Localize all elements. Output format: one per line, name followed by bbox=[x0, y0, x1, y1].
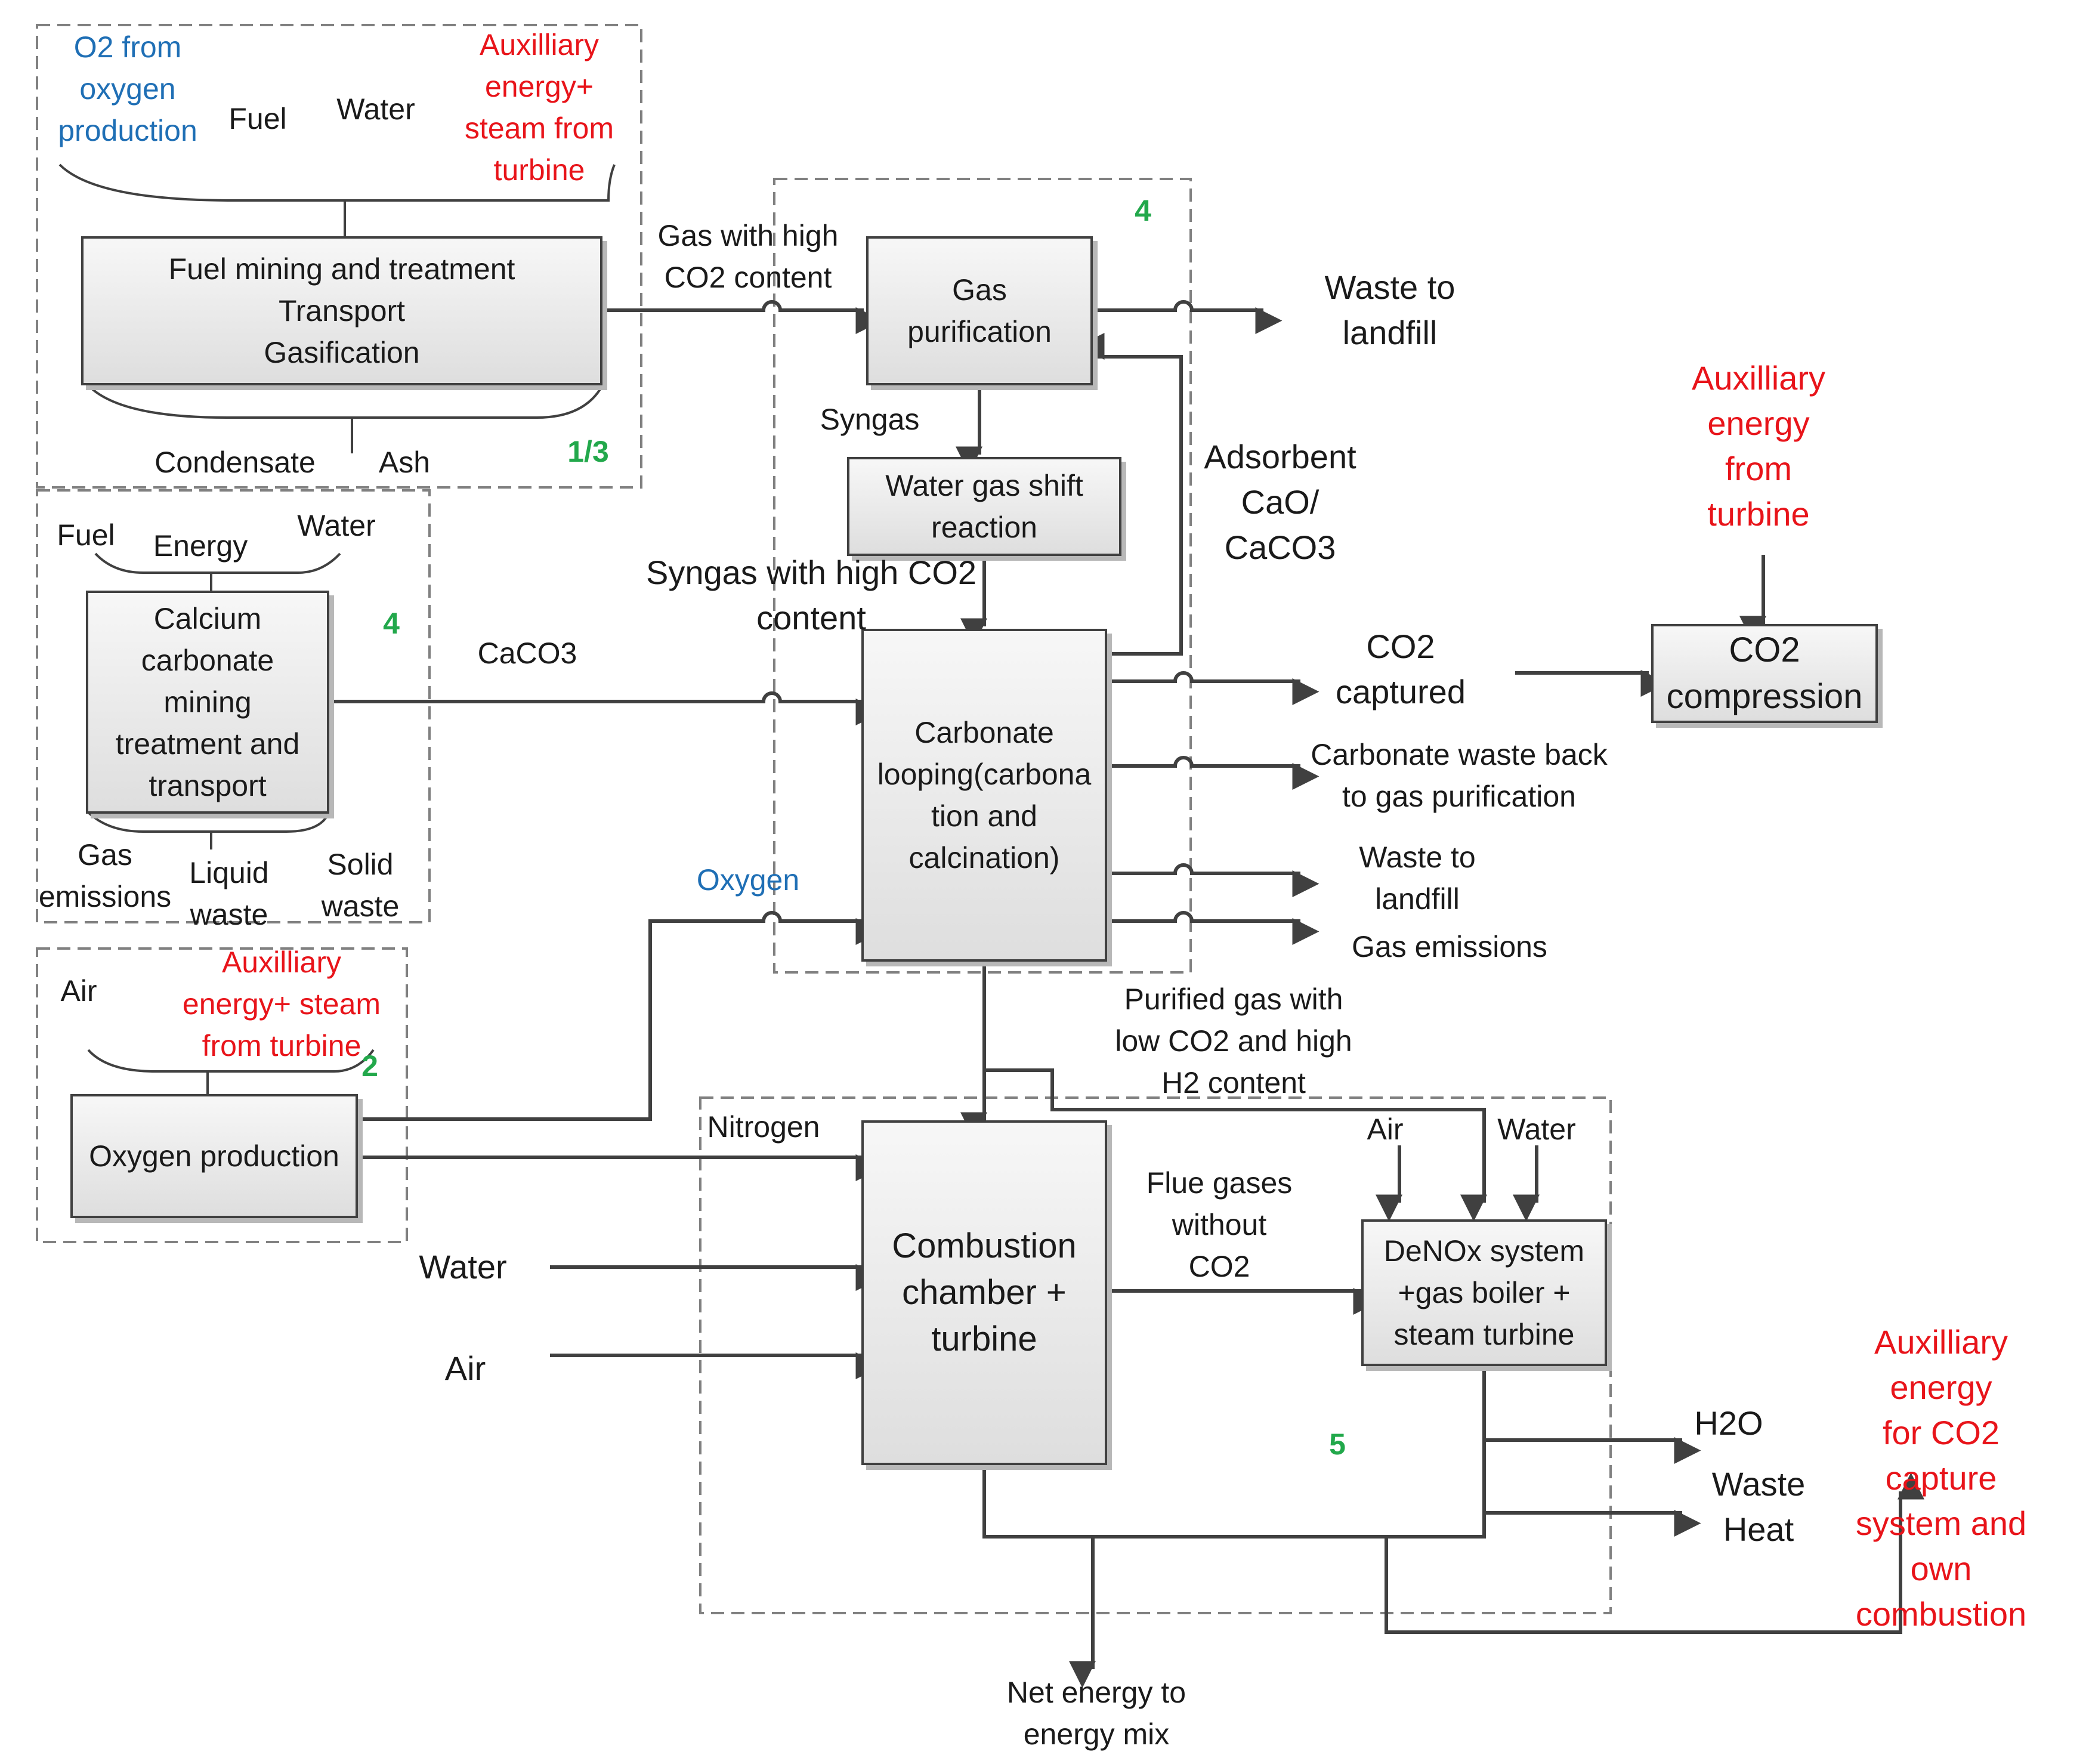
air-denox-label: Air bbox=[1367, 1113, 1404, 1146]
flow-waste-landfill-mid bbox=[1107, 863, 1319, 897]
inputs-bracket-top bbox=[58, 163, 616, 202]
group-5-boundary bbox=[699, 1096, 1612, 1614]
group-label-4-center: 4 bbox=[1135, 194, 1151, 227]
aux-energy-capture-label: Auxilliary energy for CO2 capture system… bbox=[1855, 1323, 2027, 1633]
inputs-bracket-oxygen bbox=[87, 1049, 375, 1073]
nitrogen-label: Nitrogen bbox=[707, 1110, 820, 1144]
waste-landfill-top-label: Waste to landfill bbox=[1324, 268, 1455, 351]
group-label-2: 2 bbox=[361, 1049, 378, 1083]
group-2-boundary bbox=[36, 947, 408, 1243]
liquid-waste-label: Liquid waste bbox=[189, 856, 269, 931]
flow-combustion-out bbox=[982, 1465, 1486, 1539]
group-label-4-left: 4 bbox=[383, 607, 400, 640]
oxygen-label: Oxygen bbox=[696, 863, 800, 897]
water-denox-label: Water bbox=[1497, 1113, 1576, 1146]
flow-waste-landfill-top bbox=[1092, 300, 1283, 334]
outputs-bracket-calcium bbox=[86, 810, 330, 833]
fuel-input-label: Fuel bbox=[228, 102, 287, 135]
flow-carbonate-waste-back bbox=[1107, 756, 1319, 790]
denox-boiler-box: DeNOx system +gas boiler + steam turbine bbox=[1361, 1219, 1607, 1366]
ash-label: Ash bbox=[378, 446, 431, 479]
gas-emissions-right-label: Gas emissions bbox=[1352, 930, 1547, 963]
aux-energy-steam-top-label: Auxilliary energy+ steam from turbine bbox=[464, 28, 614, 187]
flow-gas-high-co2 bbox=[602, 300, 883, 334]
group-label-1-3: 1/3 bbox=[567, 435, 609, 468]
flow-aux-capture bbox=[1385, 1472, 1924, 1634]
o2-from-oxygen-label: O2 from oxygen production bbox=[58, 30, 197, 147]
combustion-turbine-box: Combustion chamber + turbine bbox=[861, 1120, 1107, 1465]
adsorbent-label: Adsorbent CaO/ CaCO3 bbox=[1204, 438, 1356, 566]
syngas-high-co2-label: Syngas with high CO2 content bbox=[645, 554, 977, 637]
waste-landfill-mid-label: Waste to landfill bbox=[1359, 841, 1476, 916]
flow-h2o bbox=[1482, 1366, 1682, 1442]
gas-high-co2-label: Gas with high CO2 content bbox=[657, 219, 839, 294]
water-input-label: Water bbox=[336, 92, 415, 126]
flue-gases-label: Flue gases without CO2 bbox=[1146, 1166, 1293, 1283]
flow-gas-emissions bbox=[1107, 911, 1319, 945]
energy-calcium-label: Energy bbox=[153, 529, 248, 563]
flow-oxygen bbox=[358, 911, 883, 1121]
syngas-label: Syngas bbox=[820, 403, 920, 436]
carbonate-looping-box: Carbonate looping(carbona tion and calci… bbox=[861, 629, 1107, 962]
group-label-5: 5 bbox=[1329, 1428, 1346, 1461]
flow-caco3 bbox=[329, 691, 883, 725]
gas-purification-box: Gas purification bbox=[866, 236, 1093, 385]
condensate-label: Condensate bbox=[154, 446, 316, 479]
flow-co2-captured bbox=[1107, 671, 1319, 705]
gas-emissions-left-label: Gas emissions bbox=[38, 838, 172, 913]
air-input-combustion-label: Air bbox=[444, 1349, 486, 1387]
outputs-bracket-top bbox=[87, 384, 604, 419]
purified-gas-label: Purified gas with low CO2 and high H2 co… bbox=[1115, 983, 1352, 1099]
group-4-center-boundary bbox=[773, 178, 1192, 974]
caco3-label: CaCO3 bbox=[477, 637, 577, 670]
aux-energy-turbine-label: Auxilliary energy from turbine bbox=[1691, 359, 1826, 533]
solid-waste-label: Solid waste bbox=[321, 848, 400, 923]
air-oxygen-label: Air bbox=[60, 974, 97, 1008]
oxygen-production-box: Oxygen production bbox=[70, 1094, 358, 1218]
waste-heat-label: Waste Heat bbox=[1711, 1465, 1806, 1548]
water-gas-shift-box: Water gas shift reaction bbox=[847, 457, 1121, 556]
fuel-mining-box: Fuel mining and treatment Transport Gasi… bbox=[81, 236, 602, 385]
net-energy-label: Net energy to energy mix bbox=[1006, 1676, 1186, 1751]
calcium-carbonate-box: Calcium carbonate mining treatment and t… bbox=[86, 591, 329, 814]
inputs-bracket-calcium bbox=[94, 552, 341, 574]
group-1-3-boundary bbox=[36, 24, 642, 489]
carbonate-waste-back-label: Carbonate waste back to gas purification bbox=[1311, 738, 1608, 813]
group-4-left-boundary bbox=[36, 489, 431, 923]
water-input-combustion-label: Water bbox=[419, 1248, 507, 1286]
water-calcium-label: Water bbox=[297, 509, 376, 542]
flow-waste-heat bbox=[1482, 1440, 1701, 1537]
flow-adsorbent bbox=[1077, 333, 1183, 656]
flow-purified-to-denox bbox=[984, 1068, 1487, 1222]
co2-captured-label: CO2 captured bbox=[1336, 628, 1466, 710]
aux-energy-steam-oxygen-label: Auxilliary energy+ steam from turbine bbox=[182, 946, 381, 1062]
fuel-calcium-label: Fuel bbox=[57, 518, 115, 552]
co2-compression-box: CO2 compression bbox=[1651, 624, 1878, 723]
h2o-label: H2O bbox=[1694, 1404, 1763, 1442]
